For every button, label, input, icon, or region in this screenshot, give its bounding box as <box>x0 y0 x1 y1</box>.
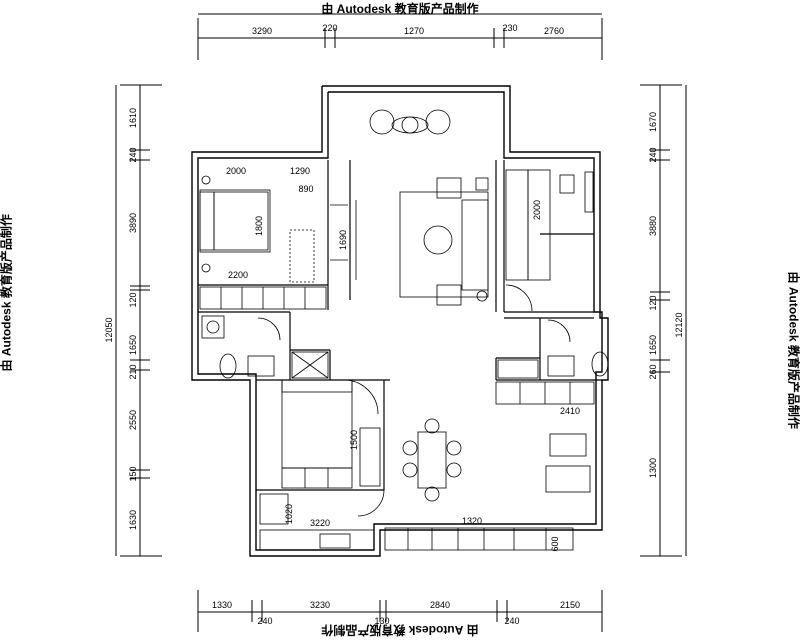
dim-2000-study: 2000 <box>532 200 542 220</box>
dim-2410: 2410 <box>560 406 580 416</box>
dim-1800: 1800 <box>254 216 264 236</box>
watermark-top: 由 Autodesk 教育版产品制作 <box>321 2 479 16</box>
dim-top-4: 230 <box>502 23 517 33</box>
dim-left-total: 12050 <box>104 317 114 342</box>
dim-right-6: 260 <box>648 364 658 379</box>
dim-top-5: 2760 <box>544 26 564 36</box>
kitchen-storage <box>259 381 595 551</box>
dim-bottom-5: 2840 <box>430 600 450 610</box>
dim-1500: 1500 <box>349 430 359 450</box>
master-bedroom-furniture <box>199 175 348 310</box>
interior-walls <box>198 160 602 491</box>
dim-bottom-4: 130 <box>374 616 389 626</box>
dimension-labels: 3290 220 1270 230 2760 1330 240 3230 130… <box>104 23 684 626</box>
second-bedroom-furniture <box>281 379 381 489</box>
living-room-furniture <box>355 177 489 306</box>
dim-left-8: 150 <box>128 466 138 481</box>
dim-right-5: 1650 <box>648 335 658 355</box>
dim-left-3: 3890 <box>128 213 138 233</box>
dining-furniture <box>402 418 462 502</box>
dim-bottom-2: 240 <box>257 616 272 626</box>
dim-2000: 2000 <box>226 166 246 176</box>
dim-right-7: 1300 <box>648 458 658 478</box>
dim-left-5: 1650 <box>128 335 138 355</box>
bathroom-fixtures <box>201 315 609 379</box>
dim-left-6: 210 <box>128 364 138 379</box>
balcony-furniture <box>369 109 451 135</box>
dim-left-4: 120 <box>128 292 138 307</box>
dim-top-1: 3290 <box>252 26 272 36</box>
dim-top-3: 1270 <box>404 26 424 36</box>
dim-1320: 1320 <box>462 516 482 526</box>
dim-right-total: 12120 <box>674 312 684 337</box>
dim-3220: 3220 <box>310 518 330 528</box>
dim-600: 600 <box>550 536 560 551</box>
dim-1020: 1020 <box>284 504 294 524</box>
dim-right-3: 3880 <box>648 216 658 236</box>
dim-2200: 2200 <box>228 270 248 280</box>
dim-left-2: 240 <box>128 147 138 162</box>
dim-bottom-6: 240 <box>504 616 519 626</box>
dim-right-1: 1670 <box>648 112 658 132</box>
exterior-walls <box>191 85 609 557</box>
dim-1690: 1690 <box>338 230 348 250</box>
dim-bottom-1: 1330 <box>212 600 232 610</box>
dim-left-7: 2550 <box>128 410 138 430</box>
dim-right-4: 120 <box>648 295 658 310</box>
dim-left-9: 1630 <box>128 510 138 530</box>
dim-1290: 1290 <box>290 166 310 176</box>
study-furniture <box>505 169 594 312</box>
dim-right-2: 240 <box>648 147 658 162</box>
dim-top-2: 220 <box>322 23 337 33</box>
dim-890: 890 <box>298 184 313 194</box>
dim-bottom-3: 3230 <box>310 600 330 610</box>
dim-left-1: 1610 <box>128 108 138 128</box>
dim-bottom-7: 2150 <box>560 600 580 610</box>
